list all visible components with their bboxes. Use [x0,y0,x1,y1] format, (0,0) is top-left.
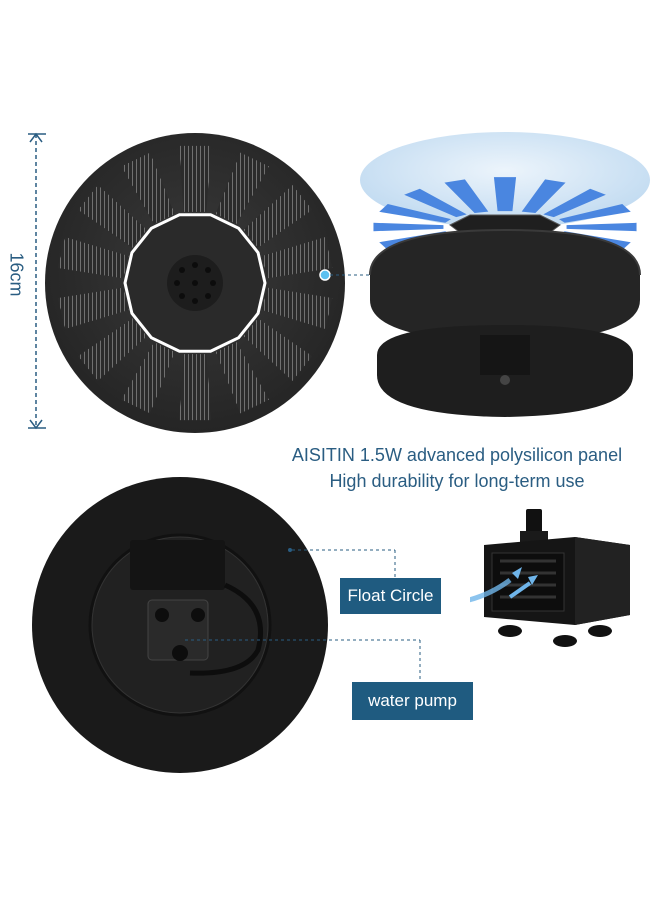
caption-line-2: High durability for long-term use [329,471,585,491]
solar-panel-front-image [45,133,345,433]
blue-solar-cell [379,204,451,223]
solar-cell [179,354,211,421]
solar-cell [243,185,313,248]
solar-cell [77,185,147,248]
product-caption: AISITIN 1.5W advanced polysilicon panel … [262,442,652,494]
underside-view-image [32,477,328,773]
solar-cell [179,145,211,212]
blue-solar-cell [493,177,517,212]
blue-solar-cell [559,204,631,223]
solar-cell [215,152,269,224]
dimension-line [28,132,46,430]
solar-cell [57,287,129,329]
solar-cells [57,145,333,421]
caption-line-1: AISITIN 1.5W advanced polysilicon panel [291,445,623,465]
water-pump-image [470,509,630,647]
solar-cell [121,342,175,414]
solar-cell [57,237,129,279]
exploded-view-image [360,132,650,417]
pump-callout-line [185,639,421,682]
blue-solar-cell [543,188,606,218]
float-circle-tag: Float Circle [340,578,441,614]
blue-solar-cell [444,179,489,214]
blue-solar-cell [373,222,444,232]
solar-cell [215,342,269,414]
solar-cell [121,152,175,224]
solar-cell [243,318,313,381]
float-callout-line [288,548,396,580]
blue-solar-cell [404,188,467,218]
solar-cell [77,318,147,381]
blue-solar-cell [566,222,637,232]
solar-cell [261,287,333,329]
solar-cell [261,237,333,279]
blue-solar-cell [521,179,566,214]
water-pump-tag: water pump [352,682,473,720]
dimension-label: 16cm [6,252,27,297]
